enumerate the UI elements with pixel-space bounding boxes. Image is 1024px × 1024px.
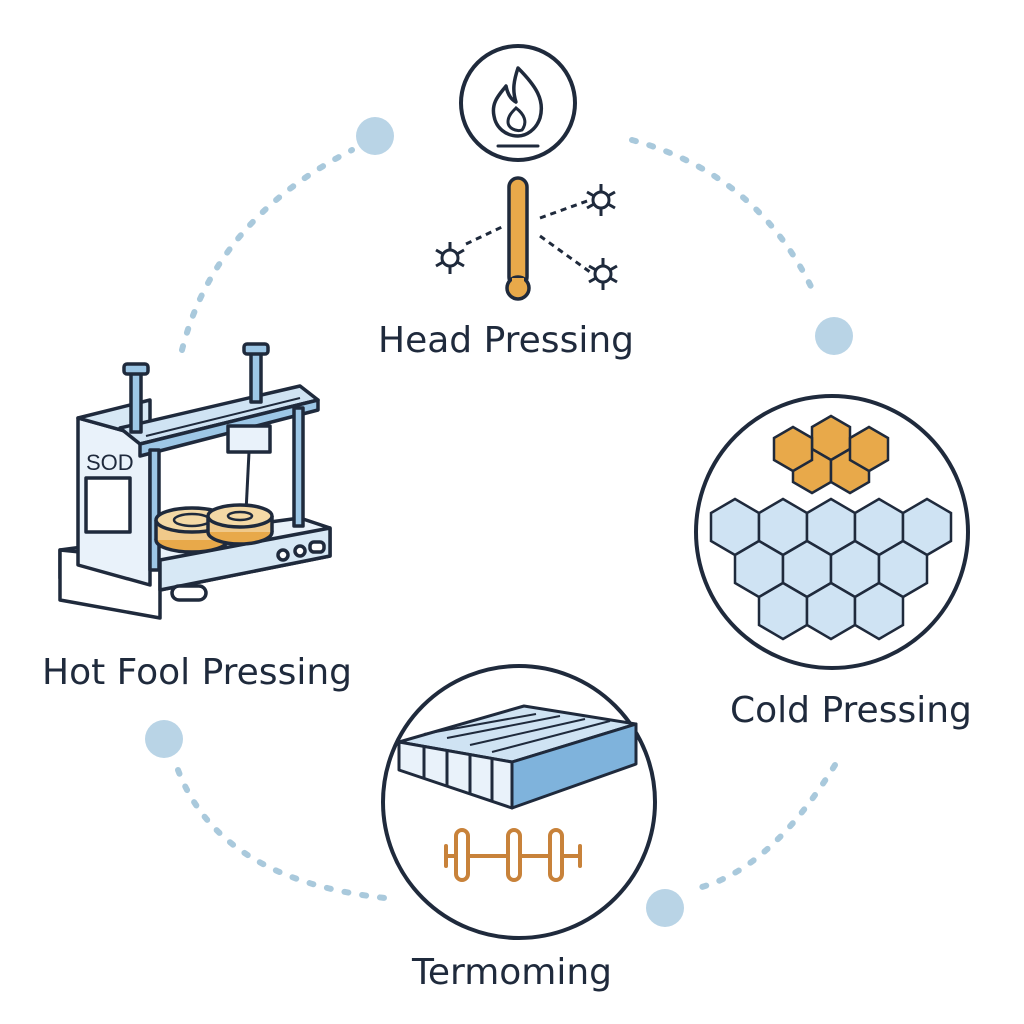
press-machine-icon [58,342,332,620]
flame-icon [459,44,577,162]
dot-right [815,317,853,355]
dot-top-left [356,117,394,155]
label-cold-pressing: Cold Pressing [730,690,972,731]
termoming-icon-group [381,664,657,940]
head-pressing-icon-group [435,44,618,301]
heating-element-icon [444,828,582,882]
blue-hex-grid [709,497,953,641]
molecule-bottom-right [588,258,618,290]
arc-head-to-cold [629,137,818,298]
arc-hot-to-head [179,147,355,353]
label-termoming: Termoming [412,952,613,993]
dot-bottom [646,889,684,927]
orange-hex-cluster [772,414,890,495]
machine-panel-text: SOD [86,450,134,475]
connector-arcs [175,137,838,901]
label-head-pressing: Head Pressing [378,320,634,361]
molecule-icon [435,184,618,290]
molecule-left [435,242,465,274]
thermometer-icon [505,176,531,301]
dot-left [145,720,183,758]
connector-dots [145,117,853,927]
molecule-top-right [586,184,616,216]
arc-cold-to-term [695,762,838,891]
arc-term-to-hot [175,767,388,901]
honeycomb-icon [694,394,970,670]
sheet-icon [397,704,638,810]
label-hot-fool-pressing: Hot Fool Pressing [42,652,352,693]
